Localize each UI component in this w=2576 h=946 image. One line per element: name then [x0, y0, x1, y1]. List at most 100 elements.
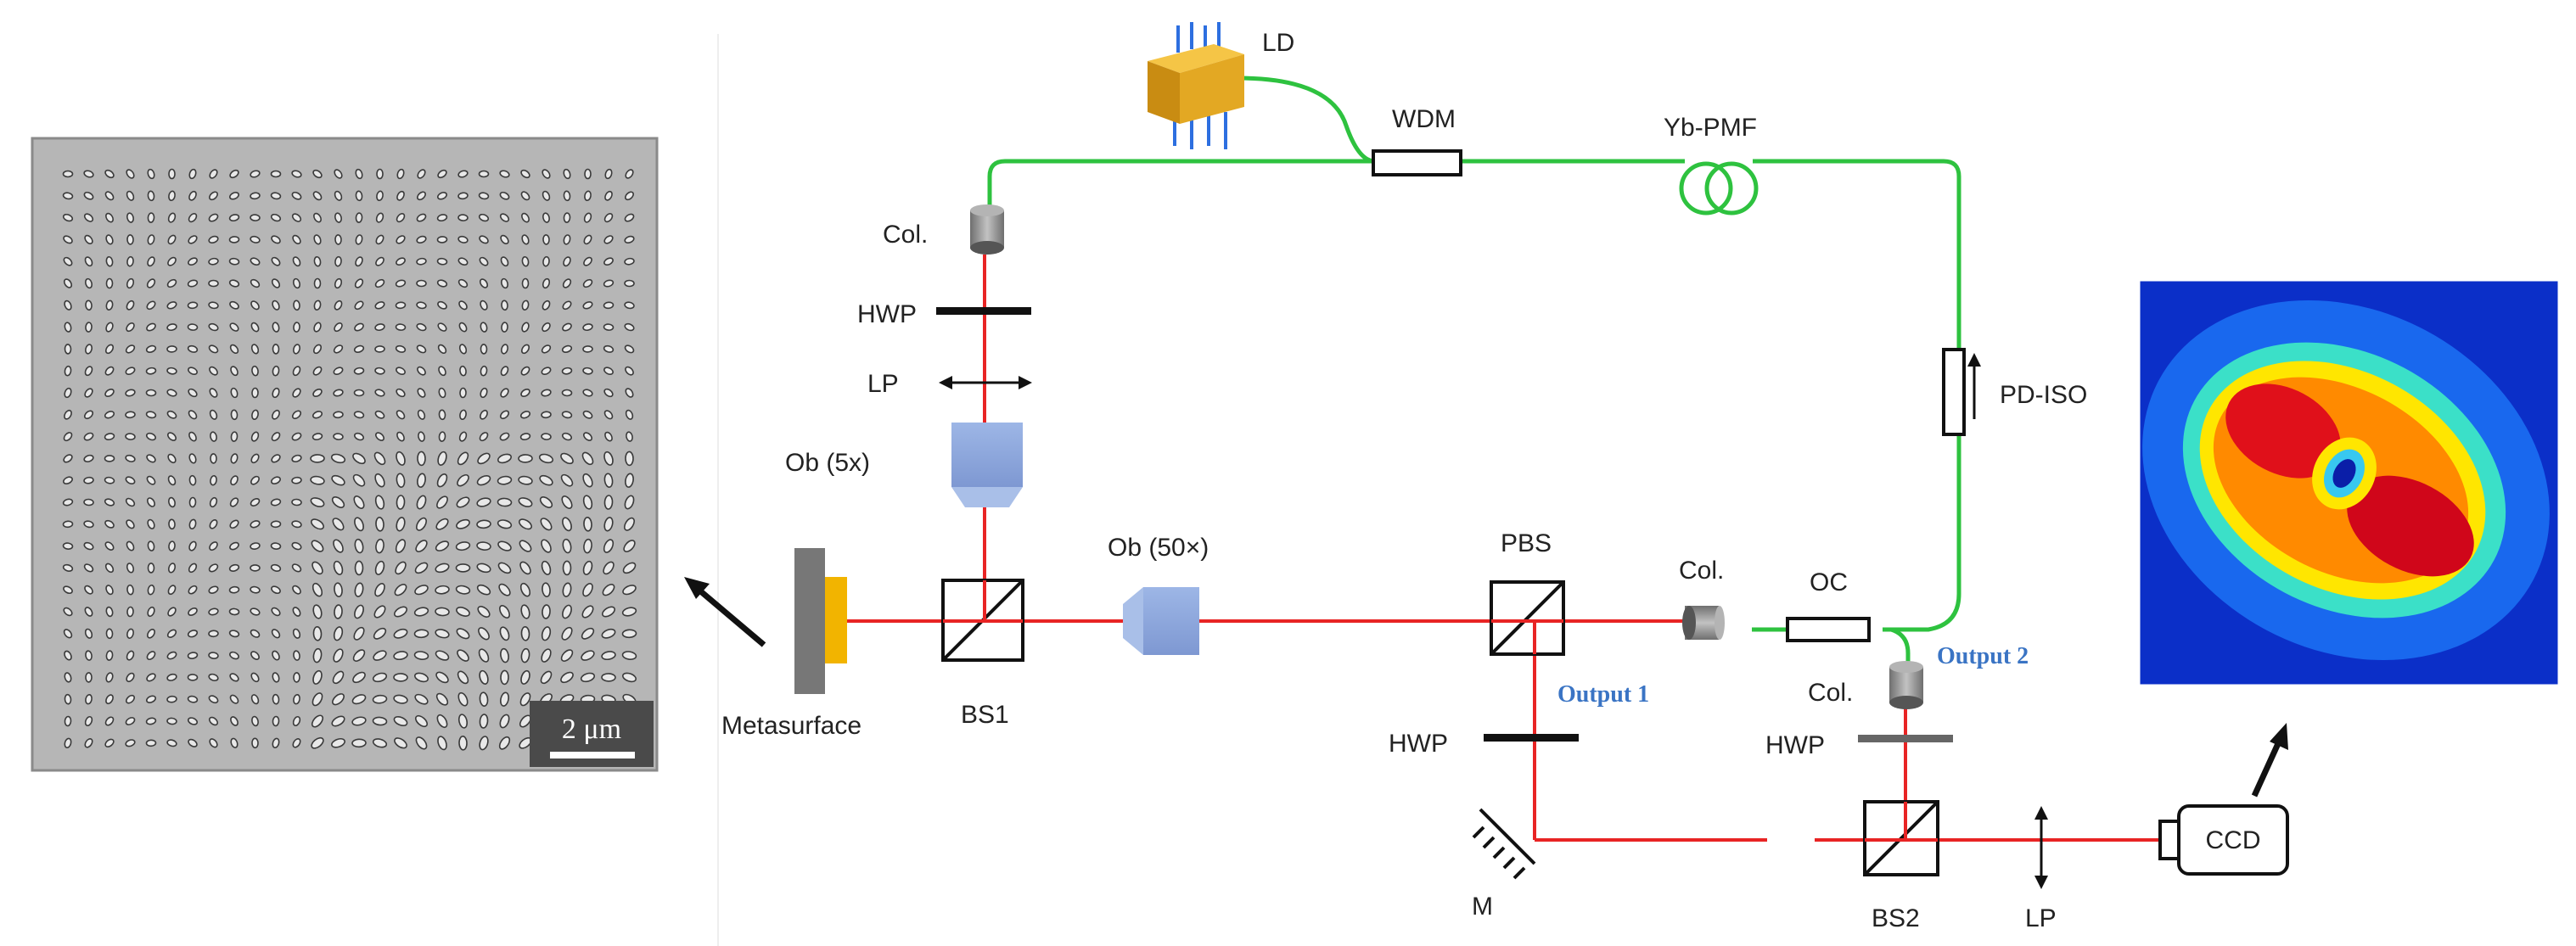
nanostructure	[479, 736, 489, 751]
nanostructure	[84, 366, 93, 377]
nanostructure	[498, 583, 511, 596]
nanostructure	[396, 213, 406, 223]
nanostructure	[188, 168, 197, 180]
nanostructure	[396, 168, 405, 180]
nanostructure	[147, 497, 155, 507]
nanostructure	[168, 168, 176, 180]
nanostructure	[437, 322, 447, 332]
nanostructure	[622, 585, 637, 596]
nanostructure	[498, 605, 511, 619]
nanostructure	[208, 257, 219, 266]
polarizer-icon	[939, 376, 1032, 389]
nanostructure	[476, 519, 491, 529]
objective-5x-icon	[951, 423, 1023, 507]
nanostructure	[291, 563, 302, 573]
nanostructure	[229, 673, 239, 682]
nanostructure	[292, 738, 301, 748]
nanostructure	[104, 433, 115, 441]
nanostructure	[209, 191, 218, 201]
nanostructure	[476, 541, 491, 551]
nanostructure	[373, 605, 386, 619]
nanostructure	[416, 495, 427, 510]
nanostructure	[313, 299, 322, 311]
nanostructure	[147, 256, 155, 267]
nanostructure	[187, 695, 199, 703]
nanostructure	[251, 409, 259, 421]
bs1-label: BS1	[961, 701, 1009, 729]
nanostructure	[582, 389, 593, 397]
nanostructure	[621, 651, 637, 660]
nanostructure	[542, 255, 550, 267]
nanostructure	[561, 495, 573, 509]
ob50-label: Ob (50×)	[1108, 534, 1209, 562]
nanostructure	[208, 607, 219, 616]
nanostructure	[418, 431, 425, 442]
nanostructure	[126, 234, 134, 245]
nanostructure	[334, 277, 343, 289]
nanostructure	[105, 255, 114, 267]
nanostructure	[438, 387, 446, 399]
nanostructure	[228, 236, 240, 243]
nanostructure	[229, 651, 239, 660]
nanostructure	[520, 626, 530, 641]
polarizer-bottom-icon	[2034, 806, 2048, 889]
nanostructure	[272, 387, 280, 399]
nanostructure	[147, 584, 155, 596]
nanostructure	[147, 518, 155, 529]
collimator-icon	[970, 204, 1004, 255]
nanostructure	[210, 474, 217, 486]
nanostructure	[83, 213, 94, 222]
nanostructure	[147, 168, 155, 180]
nanostructure	[417, 169, 426, 179]
nanostructure	[541, 560, 552, 575]
yb-pmf-label: Yb-PMF	[1664, 114, 1757, 142]
nanostructure	[250, 564, 261, 572]
nanostructure	[351, 694, 367, 705]
nanostructure	[229, 541, 239, 551]
hwp-top-label: HWP	[857, 300, 917, 328]
nanostructure	[437, 451, 447, 466]
nanostructure	[499, 714, 510, 729]
nanostructure	[83, 476, 94, 484]
nanostructure	[125, 717, 136, 725]
nanostructure	[147, 563, 155, 574]
nanostructure	[291, 191, 302, 200]
nanostructure	[312, 388, 323, 398]
nanostructure	[518, 454, 533, 463]
nanostructure	[209, 518, 218, 529]
nanostructure	[105, 606, 114, 618]
nanostructure	[271, 476, 281, 484]
nanostructure	[166, 278, 177, 288]
nanostructure	[497, 475, 513, 485]
col-top-label: Col.	[883, 221, 928, 249]
nanostructure	[62, 192, 74, 200]
nanostructure	[562, 604, 572, 619]
nanostructure	[437, 344, 447, 355]
nanostructure	[311, 411, 323, 419]
nanostructure	[355, 212, 363, 223]
nanostructure	[562, 322, 572, 332]
nanostructure	[457, 170, 469, 178]
nanostructure	[291, 432, 302, 441]
nanostructure	[500, 234, 509, 245]
nanostructure	[581, 605, 594, 619]
nanostructure	[250, 542, 261, 550]
nanostructure	[541, 433, 552, 440]
nanostructure	[333, 389, 344, 397]
nanostructure	[603, 451, 614, 466]
nanostructure	[372, 694, 388, 704]
nanostructure	[354, 322, 364, 332]
nanostructure	[354, 300, 364, 311]
nanostructure	[250, 651, 260, 660]
nanostructure	[228, 607, 240, 616]
nanostructure	[229, 519, 239, 529]
nanostructure	[478, 170, 490, 178]
nanostructure	[436, 279, 448, 288]
nanostructure	[457, 214, 469, 221]
nanostructure	[437, 300, 447, 310]
nanostructure	[604, 190, 613, 201]
nanostructure	[624, 322, 635, 332]
nanostructure	[393, 694, 408, 704]
nanostructure	[455, 585, 471, 595]
fiber-coil-icon	[1679, 161, 1759, 216]
